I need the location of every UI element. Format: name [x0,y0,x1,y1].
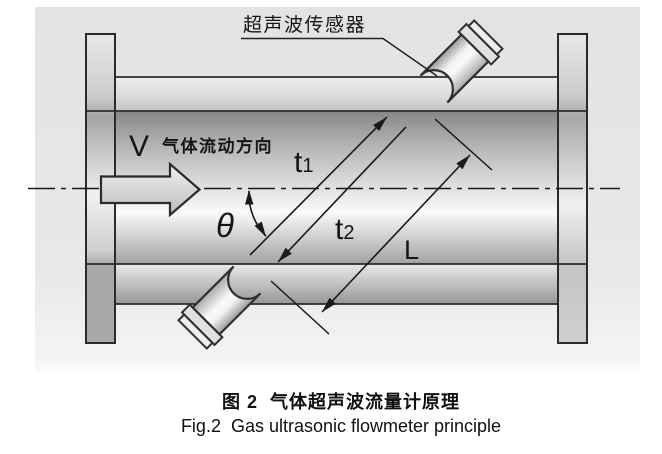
top-transducer [419,19,504,104]
caption-chinese: 图 2 气体超声波流量计原理 [221,392,460,412]
bottom-transducer-body [191,265,262,336]
caption-english: Fig.2 Gas ultrasonic flowmeter principle [180,416,502,436]
bottom-transducer [177,265,262,350]
flow-direction-arrow [99,161,202,218]
velocity-symbol: V [129,130,149,163]
t2-label-base: t [335,213,344,246]
t1-path-line [249,116,388,256]
t2-label: t2 [335,213,354,246]
theta-label: θ [216,207,234,244]
figure-caption: 图 2 气体超声波流量计原理 Fig.2 Gas ultrasonic flow… [0,390,662,438]
t2-arrowhead [278,247,292,262]
l-dimension-line [321,154,471,313]
t1-label-sub: 1 [302,155,313,177]
t2-label-sub: 2 [343,222,354,244]
t1-arrowhead [373,117,387,131]
sensor-label: 超声波传感器 [243,14,366,36]
theta-arc-arrowhead-bottom [254,221,266,237]
t1-label-base: t [294,146,303,179]
t2-path-line [277,126,407,263]
pipe-bottom-wall [115,264,558,304]
flow-direction-label: 气体流动方向 [161,136,273,156]
l-extension-tick-bottom [270,280,330,335]
pipe-top-wall [115,77,558,111]
top-transducer-body [419,33,490,104]
l-extension-tick-top [434,118,493,171]
l-label: L [404,235,419,265]
t1-label: t1 [294,146,313,179]
theta-arc-arrowhead-top [245,190,254,205]
l-arrowhead-top [456,155,470,170]
l-arrowhead-bottom [322,297,336,312]
sensor-label-leader-line [241,37,438,77]
